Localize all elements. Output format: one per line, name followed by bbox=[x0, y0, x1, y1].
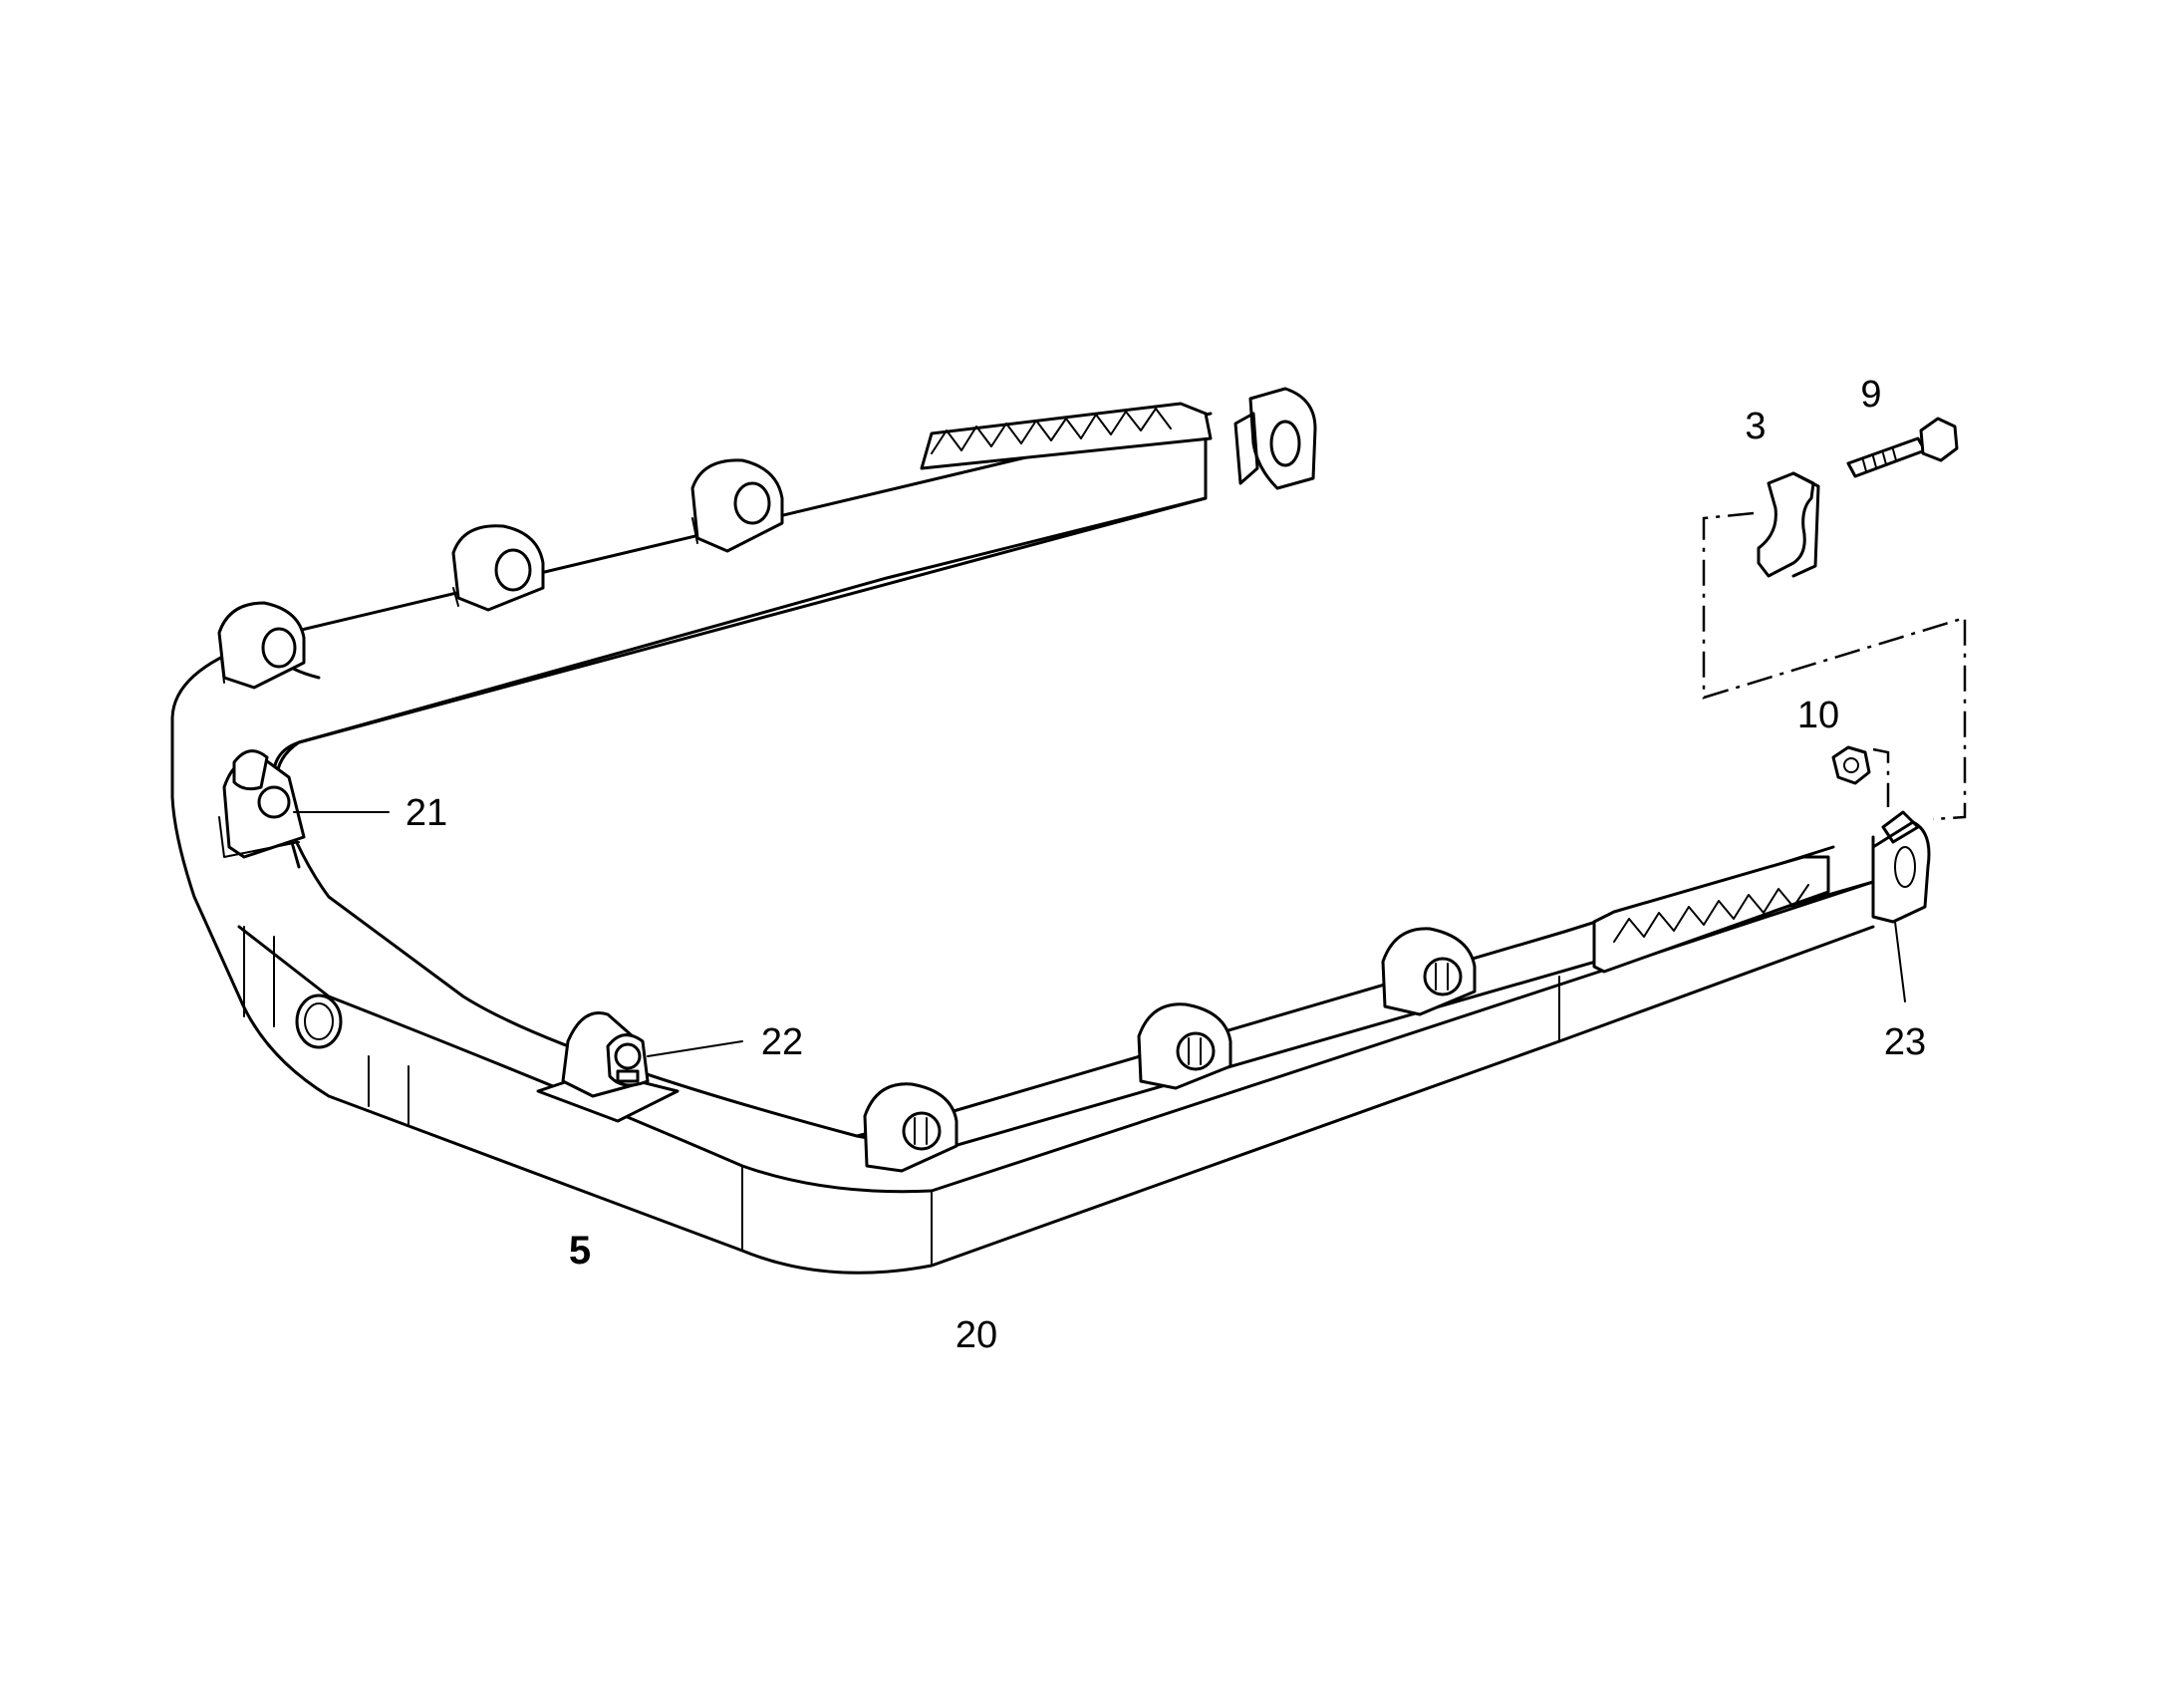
callout-20: 20 bbox=[956, 1314, 997, 1356]
callout-23: 23 bbox=[1884, 1021, 1926, 1063]
callout-3: 3 bbox=[1745, 406, 1766, 447]
callout-9: 9 bbox=[1860, 374, 1881, 416]
leader-lines bbox=[293, 811, 1906, 1057]
near-arm-brackets bbox=[863, 810, 1931, 1173]
exploded-parts bbox=[1702, 417, 1967, 821]
callouts: 3 9 10 21 22 23 5 20 bbox=[406, 374, 1926, 1356]
callout-22: 22 bbox=[761, 1021, 803, 1063]
bracket-22 bbox=[536, 1011, 680, 1123]
callout-5: 5 bbox=[569, 1229, 591, 1273]
u-frame bbox=[170, 412, 1875, 1275]
bracket-21 bbox=[218, 749, 306, 859]
callout-21: 21 bbox=[406, 792, 447, 834]
far-arm-brackets bbox=[217, 387, 1317, 690]
callout-10: 10 bbox=[1797, 695, 1839, 736]
